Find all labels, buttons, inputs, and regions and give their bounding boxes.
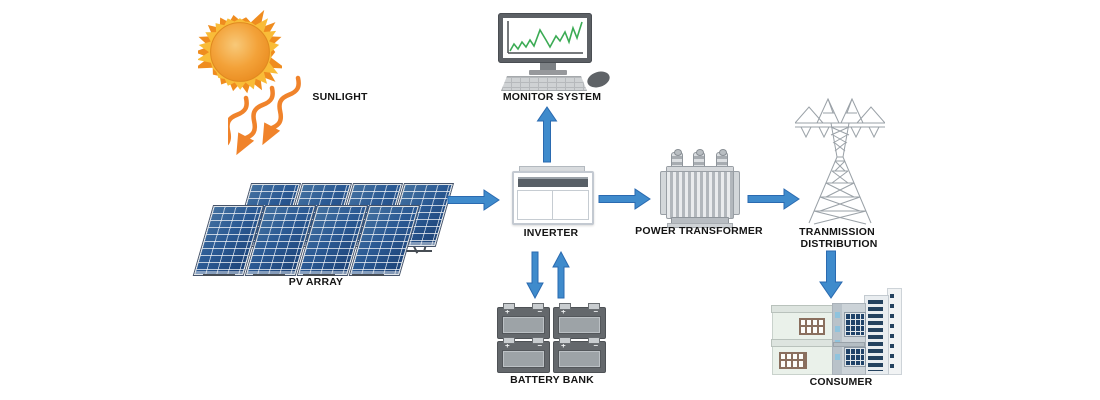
- building-house-icon: [771, 305, 837, 375]
- consumer-label: CONSUMER: [809, 376, 873, 388]
- arrow-inverter-to-battery: [526, 251, 544, 299]
- building-highrise-icon: [887, 288, 902, 375]
- battery-icon: [553, 337, 606, 373]
- building-apartment-icon: [832, 303, 866, 375]
- transmission-tower-icon: [795, 97, 885, 225]
- monitor-system-label: MONITOR SYSTEM: [502, 91, 602, 103]
- mouse-icon: [585, 68, 612, 91]
- arrow-tower-to-consumer: [819, 250, 843, 299]
- pv-array-front-row: [194, 206, 419, 275]
- sun-icon: [193, 9, 286, 99]
- arrow-pv-to-inverter: [447, 189, 500, 211]
- battery-icon: [497, 337, 550, 373]
- battery-icon: [553, 303, 606, 339]
- inverter-label: INVERTER: [523, 227, 579, 239]
- sunlight-label: SUNLIGHT: [312, 91, 368, 103]
- battery-icon: [497, 303, 550, 339]
- transmission-label-line1: TRANMISSION: [799, 226, 875, 238]
- sunlight-rays-icon: [210, 68, 373, 188]
- transmission-label-line2: DISTRIBUTION: [800, 238, 878, 250]
- pv-array-label: PV ARRAY: [288, 276, 344, 288]
- arrow-battery-to-inverter: [552, 251, 570, 299]
- arrow-inverter-to-transformer: [598, 188, 651, 210]
- monitor-screen: [503, 18, 587, 58]
- building-office-icon: [864, 295, 889, 375]
- battery-bank-label: BATTERY BANK: [510, 374, 594, 386]
- keyboard-icon: [501, 76, 587, 91]
- power-transformer-label: POWER TRANSFORMER: [635, 225, 763, 237]
- arrow-inverter-to-monitor: [536, 106, 558, 163]
- arrow-transformer-to-tower: [747, 188, 800, 210]
